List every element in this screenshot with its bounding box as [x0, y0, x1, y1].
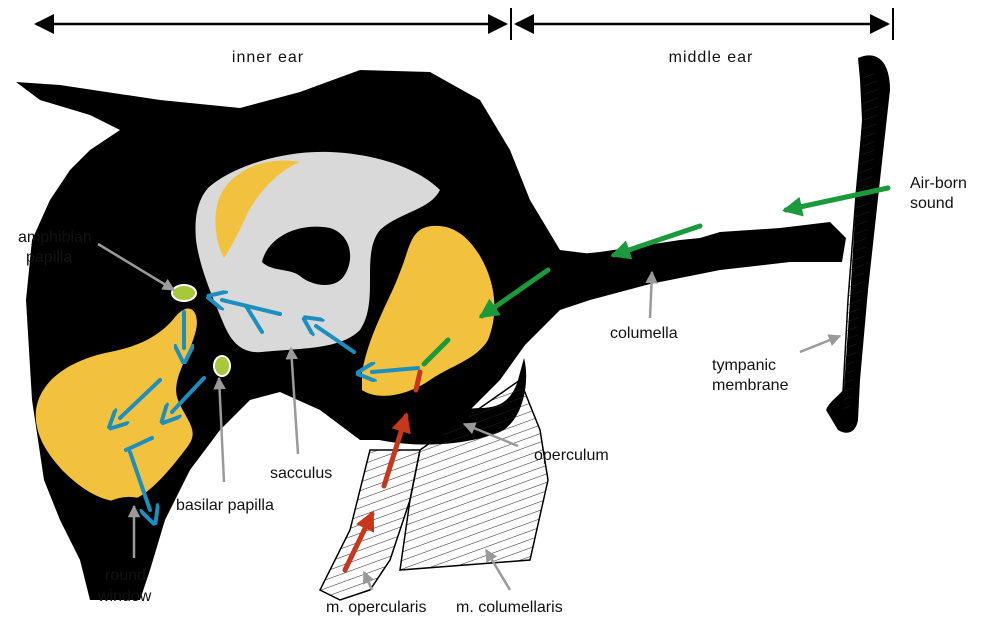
label-membrane: membrane: [712, 377, 789, 394]
label-tympanic: tympanic: [712, 357, 776, 374]
amphibian-papilla-marker: [172, 285, 196, 301]
m-opercularis-muscle: [320, 450, 420, 600]
label-m-opercularis: m. opercularis: [326, 599, 426, 616]
label-columella: columella: [610, 325, 678, 342]
label-amphibian: amphibian: [18, 229, 92, 246]
pointer-tympanic: [800, 336, 840, 352]
label-air-born: Air-born: [910, 175, 967, 192]
basilar-papilla-marker: [214, 356, 230, 376]
inner-ear-label: inner ear: [232, 49, 304, 66]
section-dimension-lines: inner ear middle ear: [36, 8, 893, 66]
label-sacculus: sacculus: [270, 465, 332, 482]
label-operculum: operculum: [534, 447, 609, 464]
label-papilla: papilla: [26, 249, 72, 266]
label-round: round: [105, 567, 146, 584]
middle-ear-label: middle ear: [669, 49, 754, 66]
label-basilar-papilla: basilar papilla: [176, 497, 274, 514]
label-m-columellaris: m. columellaris: [456, 599, 563, 616]
round-window-region: [87, 497, 149, 600]
label-window: window: [97, 588, 152, 605]
label-sound: sound: [910, 195, 954, 212]
